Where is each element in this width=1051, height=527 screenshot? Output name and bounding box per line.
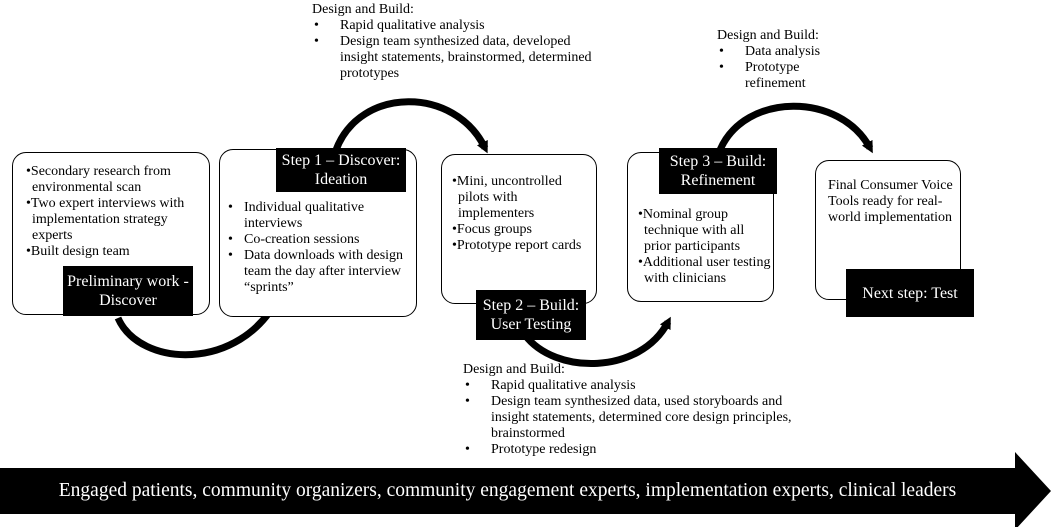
list-item: Prototype report cards (452, 238, 592, 254)
next-step-text: Final Consumer Voice Tools ready for rea… (828, 178, 953, 225)
step1-list: Individual qualitative interviews Co-cre… (224, 200, 414, 296)
design-build-list: Rapid qualitative analysis Design team s… (312, 18, 612, 82)
list-item: Rapid qualitative analysis (463, 378, 803, 394)
list-item: Prototype refinement (717, 60, 852, 92)
list-item: Built design team (26, 244, 206, 260)
step1-label: Step 1 – Discover: Ideation (276, 148, 406, 192)
list-item: Prototype redesign (463, 442, 803, 458)
step2-label: Step 2 – Build: User Testing (476, 290, 586, 340)
list-item: Design team synthesized data, developed … (312, 34, 612, 82)
step3-label: Step 3 – Build: Refinement (659, 148, 777, 194)
list-item: Individual qualitative interviews (224, 200, 414, 232)
list-item: Secondary research from environmental sc… (26, 164, 206, 196)
arrow-step1-to-step2 (332, 98, 489, 154)
next-step-label: Next step: Test (846, 269, 974, 317)
step3-list: Nominal group technique with all prior p… (638, 207, 772, 287)
list-item: Data analysis (717, 44, 852, 60)
design-build-list: Rapid qualitative analysis Design team s… (463, 378, 803, 458)
design-build-heading: Design and Build: (717, 28, 819, 43)
design-build-2: Design and Build: Rapid qualitative anal… (463, 362, 803, 458)
list-item: Nominal group technique with all prior p… (638, 207, 772, 255)
design-build-heading: Design and Build: (463, 362, 565, 377)
arrow-step2-to-step3 (522, 316, 672, 367)
design-build-list: Data analysis Prototype refinement (717, 44, 852, 92)
banner-arrow (0, 452, 1051, 527)
design-build-1: Design and Build: Rapid qualitative anal… (312, 2, 612, 82)
design-build-heading: Design and Build: (312, 2, 414, 17)
list-item: Design team synthesized data, used story… (463, 394, 803, 442)
preliminary-list: Secondary research from environmental sc… (26, 164, 206, 260)
list-item: Additional user testing with clinicians (638, 255, 772, 287)
list-item: Focus groups (452, 222, 592, 238)
design-build-3: Design and Build: Data analysis Prototyp… (717, 28, 852, 92)
list-item: Co-creation sessions (224, 232, 414, 248)
arrow-step3-to-next (716, 102, 874, 154)
stakeholder-banner: Engaged patients, community organizers, … (58, 480, 957, 501)
arrow-prelim-to-step1 (114, 292, 282, 359)
list-item: Two expert interviews with implementatio… (26, 196, 206, 244)
step2-list: Mini, uncontrolled pilots with implement… (452, 174, 592, 254)
list-item: Mini, uncontrolled pilots with implement… (452, 174, 592, 222)
step2-box: Mini, uncontrolled pilots with implement… (441, 154, 597, 304)
list-item: Rapid qualitative analysis (312, 18, 612, 34)
preliminary-label: Preliminary work - Discover (63, 266, 193, 316)
list-item: Data downloads with design team the day … (224, 248, 414, 296)
